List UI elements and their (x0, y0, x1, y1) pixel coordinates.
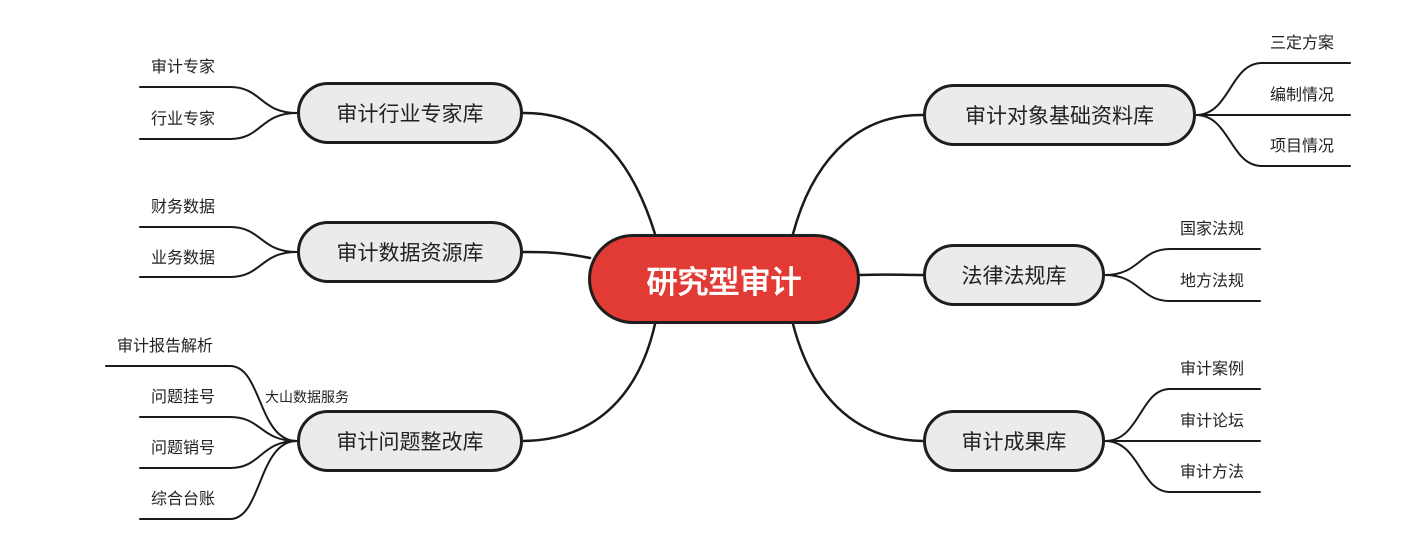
central-topic[interactable]: 研究型审计 (588, 234, 860, 324)
leaf-local-law[interactable]: 地方法规 (1180, 271, 1244, 291)
branch-result-library[interactable]: 审计成果库 (923, 410, 1105, 472)
leaf-audit-expert[interactable]: 审计专家 (151, 57, 215, 77)
branch-expert-library[interactable]: 审计行业专家库 (297, 82, 523, 144)
connector-center-to-expert-db (523, 113, 655, 234)
leaf-project[interactable]: 项目情况 (1270, 136, 1334, 156)
branch-law-library[interactable]: 法律法规库 (923, 244, 1105, 306)
leaf-staffing[interactable]: 编制情况 (1270, 85, 1334, 105)
leaf-ledger[interactable]: 综合台账 (151, 489, 215, 509)
leaf-audit-report-parse[interactable]: 审计报告解析 (117, 336, 213, 356)
connector-center-to-object-db (793, 115, 923, 234)
branch-note-dashan: 大山数据服务 (265, 389, 349, 407)
leaf-national-law[interactable]: 国家法规 (1180, 219, 1244, 239)
leaf-three-plan[interactable]: 三定方案 (1270, 33, 1334, 53)
leaf-issue-register[interactable]: 问题挂号 (151, 387, 215, 407)
connector-center-to-result-db (793, 324, 923, 441)
leaf-audit-case[interactable]: 审计案例 (1180, 359, 1244, 379)
branch-data-resource-library[interactable]: 审计数据资源库 (297, 221, 523, 283)
branch-rectification-library[interactable]: 审计问题整改库 (297, 410, 523, 472)
leaf-industry-expert[interactable]: 行业专家 (151, 109, 215, 129)
leaf-finance-data[interactable]: 财务数据 (151, 197, 215, 217)
leaf-audit-forum[interactable]: 审计论坛 (1180, 411, 1244, 431)
branch-audit-object-library[interactable]: 审计对象基础资料库 (923, 84, 1196, 146)
connector-center-to-rectify-db (523, 324, 655, 441)
connector-center-to-data-db (523, 252, 590, 258)
leaf-audit-method[interactable]: 审计方法 (1180, 462, 1244, 482)
leaf-issue-close[interactable]: 问题销号 (151, 438, 215, 458)
leaf-business-data[interactable]: 业务数据 (151, 248, 215, 268)
